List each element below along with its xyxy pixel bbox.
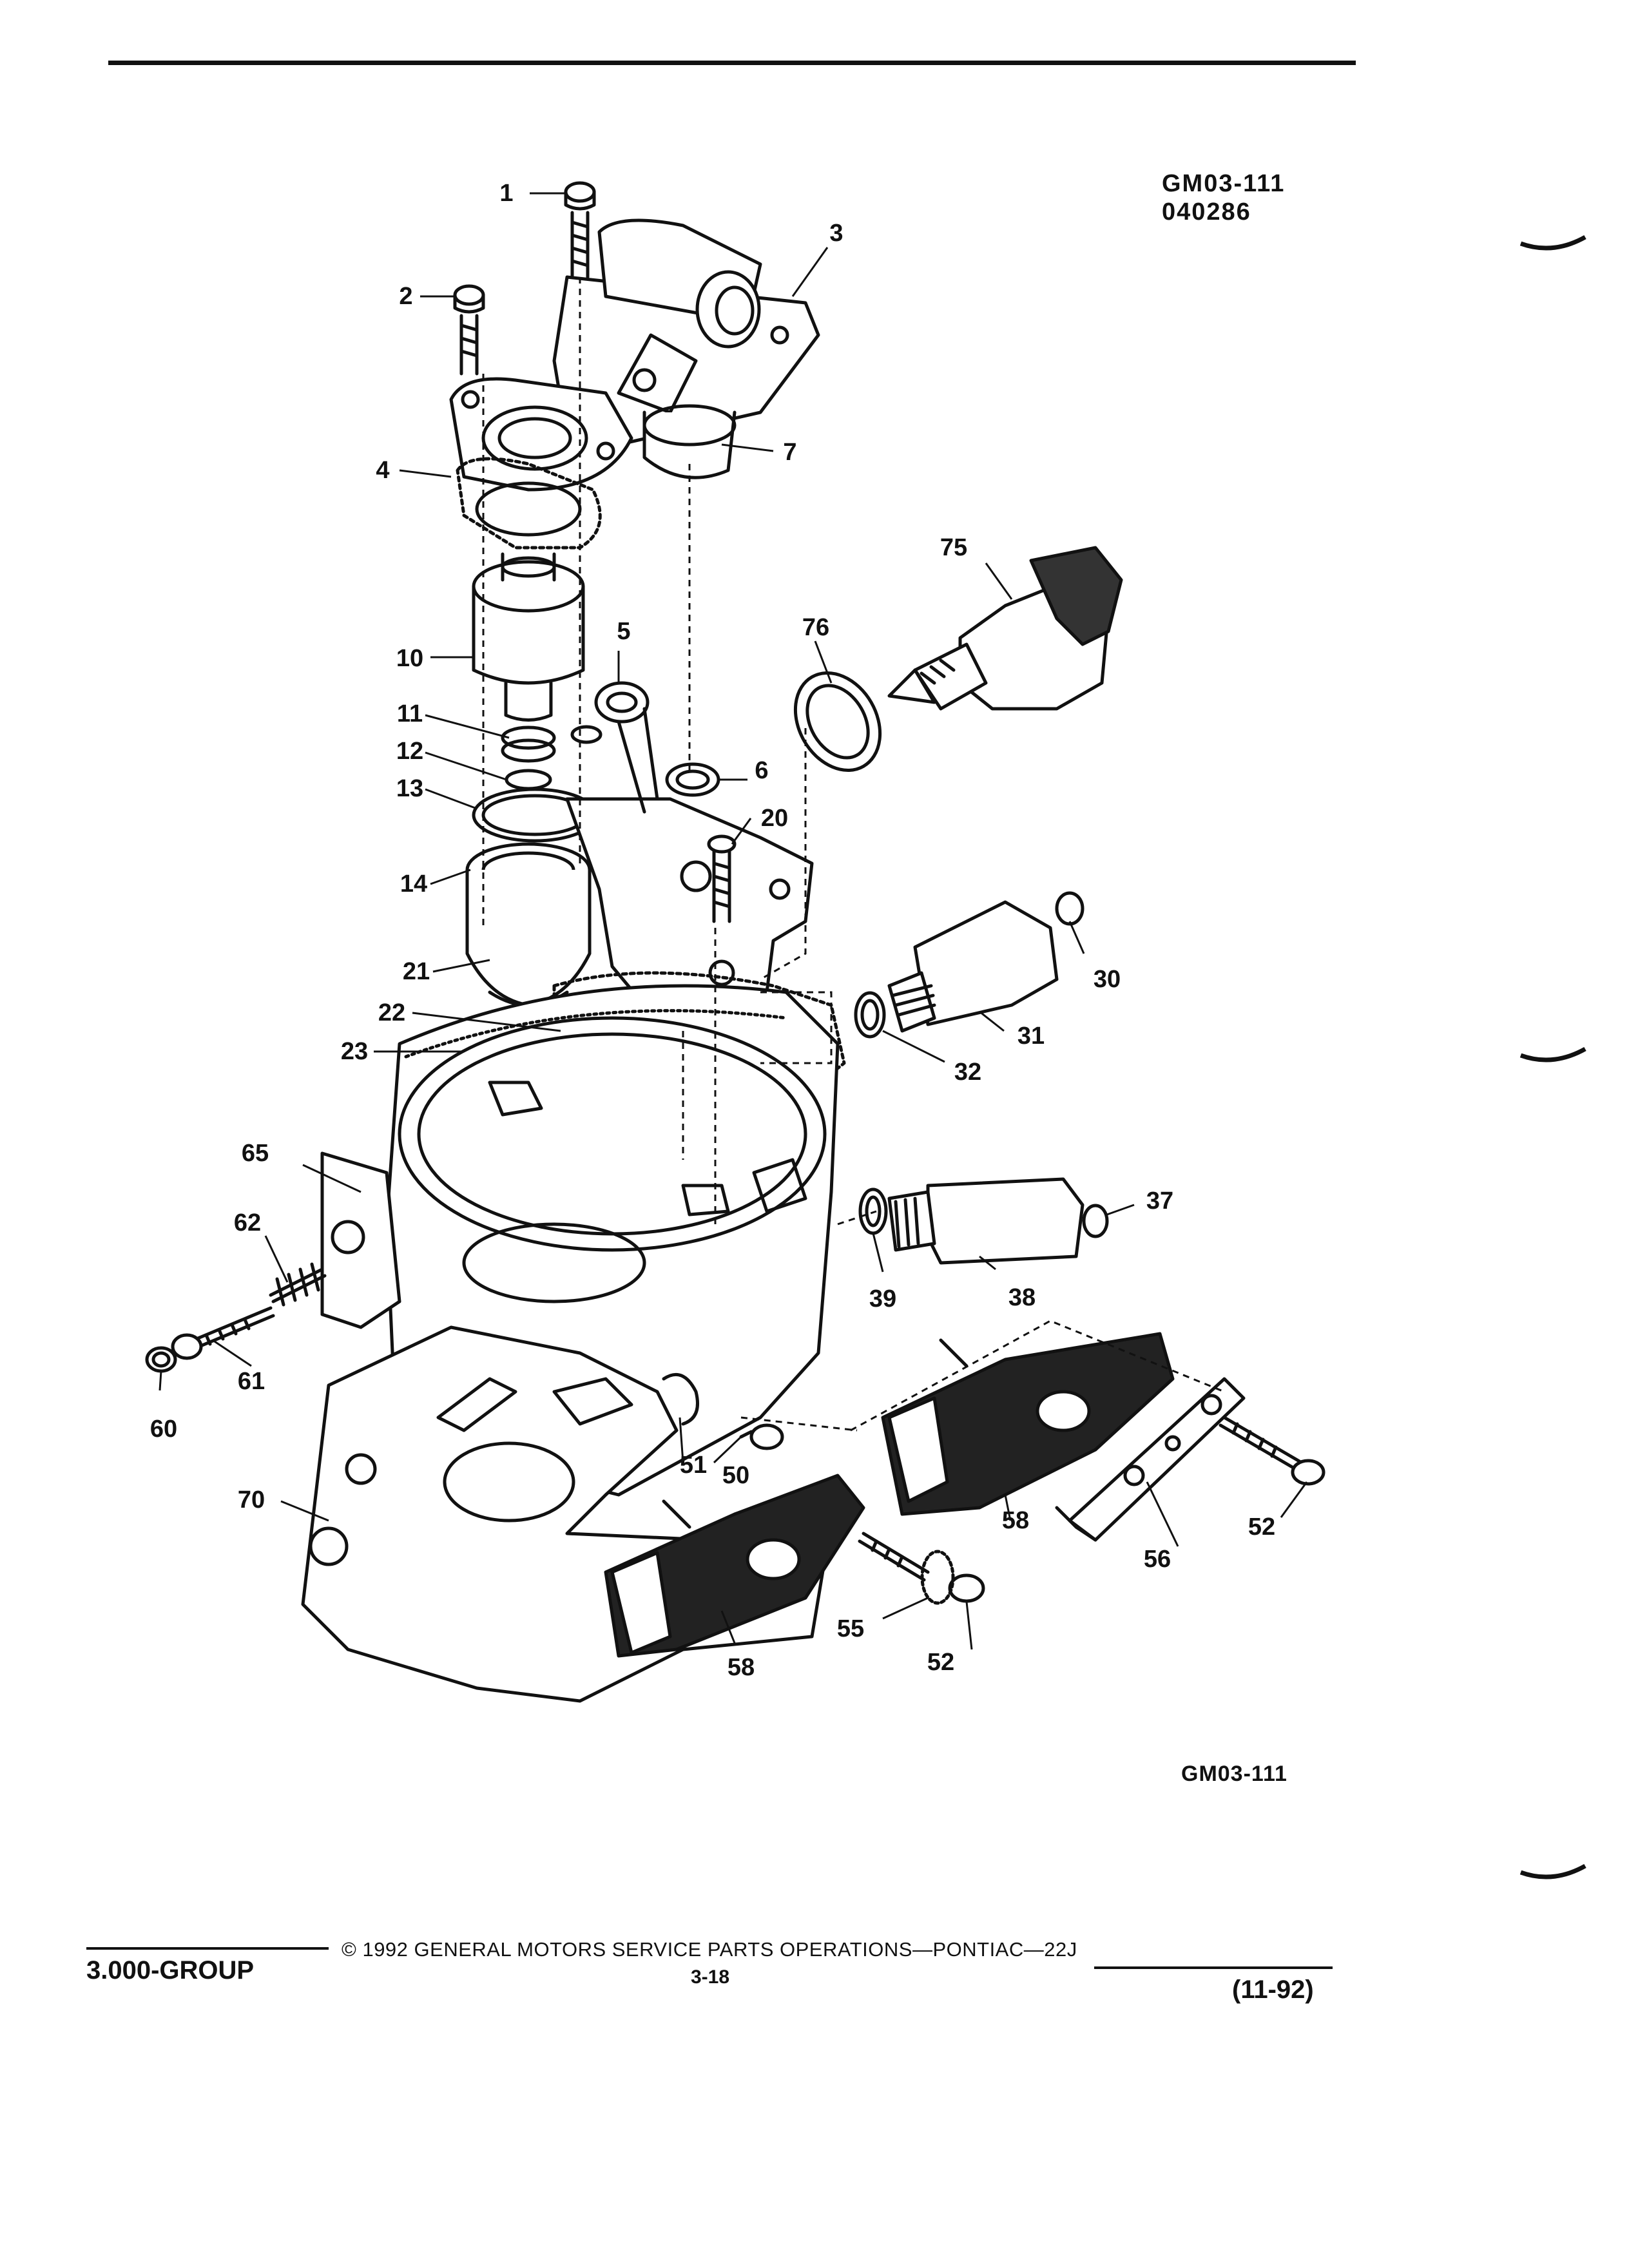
callout-50: 50 xyxy=(722,1462,749,1489)
footer-page-number: 3-18 xyxy=(691,1966,730,1988)
callout-30: 30 xyxy=(1094,966,1121,993)
diagram-id-bottom: GM03-111 xyxy=(1181,1762,1287,1786)
callout-7: 7 xyxy=(783,439,796,466)
diagram-id-top: GM03-111 xyxy=(1162,170,1286,197)
gasket-6 xyxy=(665,762,720,797)
callout-52-left: 52 xyxy=(927,1649,954,1676)
callout-5: 5 xyxy=(617,618,630,645)
callout-31: 31 xyxy=(1017,1023,1045,1050)
clip-51 xyxy=(662,1372,699,1426)
spring-62 xyxy=(269,1262,327,1307)
callout-39: 39 xyxy=(869,1285,896,1312)
callout-4: 4 xyxy=(376,457,389,484)
seal-30 xyxy=(1055,891,1084,926)
throttle-position-sensor-58b xyxy=(881,1332,1175,1516)
callout-37: 37 xyxy=(1146,1187,1173,1215)
fuel-meter-body-7 xyxy=(642,404,737,479)
callout-65: 65 xyxy=(242,1140,269,1167)
footer-copyright: © 1992 GENERAL MOTORS SERVICE PARTS OPER… xyxy=(342,1938,1077,1961)
gasket-5 xyxy=(570,681,650,744)
callout-3: 3 xyxy=(829,220,843,247)
seal-60 xyxy=(145,1346,177,1373)
washer-55 xyxy=(920,1550,955,1605)
callout-58-right: 58 xyxy=(1002,1507,1029,1534)
seal-37 xyxy=(1082,1204,1109,1238)
idle-air-control-75 xyxy=(887,546,1123,711)
screw-1 xyxy=(564,181,596,279)
screw-52b xyxy=(1219,1416,1325,1486)
fuel-outlet-nut-38 xyxy=(887,1177,1084,1265)
callout-55: 55 xyxy=(837,1615,864,1642)
callout-70: 70 xyxy=(238,1486,265,1514)
fuel-inlet-nut-31 xyxy=(887,900,1059,1033)
callout-62: 62 xyxy=(234,1209,261,1236)
injector-10 xyxy=(472,552,585,722)
callout-labels: 1 2 3 4 5 6 7 10 11 12 13 14 20 21 22 23… xyxy=(150,180,1275,1681)
callout-56: 56 xyxy=(1144,1546,1171,1573)
callout-22: 22 xyxy=(378,999,405,1026)
callout-10: 10 xyxy=(396,645,423,672)
leader-lines xyxy=(159,192,1308,1650)
callout-23: 23 xyxy=(341,1038,368,1065)
footer-group: 3.000-GROUP xyxy=(86,1956,255,1984)
bracket-56 xyxy=(1055,1377,1246,1542)
callout-2: 2 xyxy=(399,283,412,310)
gasket-23 xyxy=(404,1009,788,1059)
callout-38: 38 xyxy=(1008,1284,1036,1311)
callout-21: 21 xyxy=(403,958,430,985)
diagram-date: 040286 xyxy=(1162,198,1251,226)
footer-rule-right xyxy=(1094,1966,1333,1969)
screw-61 xyxy=(171,1306,275,1360)
callout-76: 76 xyxy=(802,614,829,641)
callout-52-right: 52 xyxy=(1248,1514,1275,1541)
footer-rule-left xyxy=(86,1947,329,1950)
fuel-meter-body-21 xyxy=(465,868,592,1007)
assembly-lines xyxy=(482,277,1225,1432)
callout-20: 20 xyxy=(761,805,788,832)
screw-20 xyxy=(707,834,737,923)
callout-12: 12 xyxy=(396,738,423,765)
footer-revision: (11-92) xyxy=(1232,1975,1314,2004)
fuel-meter-cover-3 xyxy=(552,218,820,447)
injector-retainer xyxy=(449,377,633,492)
callout-61: 61 xyxy=(238,1368,265,1395)
header-rule xyxy=(108,61,1356,65)
callout-1: 1 xyxy=(499,180,513,207)
screw-2 xyxy=(453,284,485,376)
callout-51: 51 xyxy=(680,1452,707,1479)
callout-11: 11 xyxy=(397,700,423,727)
callout-32: 32 xyxy=(954,1059,981,1086)
seal-32 xyxy=(854,991,886,1039)
callout-13: 13 xyxy=(396,775,423,802)
seal-12 xyxy=(505,769,552,791)
throttle-position-sensor-58a xyxy=(604,1474,865,1658)
callout-6: 6 xyxy=(755,757,768,784)
screw-52a xyxy=(858,1532,985,1603)
seal-39 xyxy=(858,1187,888,1235)
callout-58-left: 58 xyxy=(728,1654,755,1681)
callout-60: 60 xyxy=(150,1416,177,1443)
seal-11 xyxy=(501,726,556,763)
callout-14: 14 xyxy=(400,870,427,898)
screw-50 xyxy=(739,1423,784,1450)
callout-75: 75 xyxy=(940,534,967,561)
seal-76 xyxy=(793,671,882,772)
